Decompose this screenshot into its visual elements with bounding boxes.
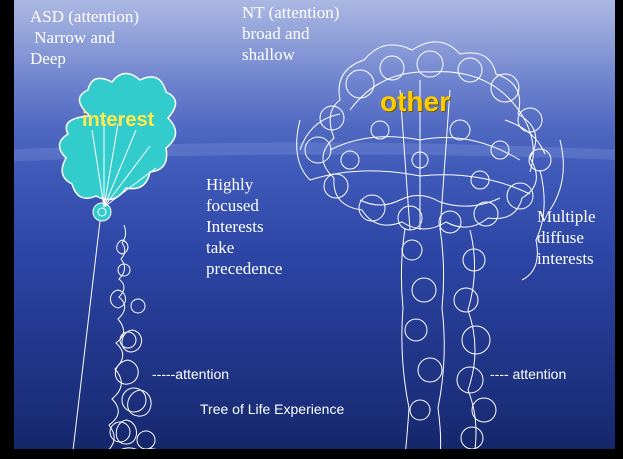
highly-focused-line4: take	[206, 237, 282, 258]
multiple-diffuse-line2: diffuse	[537, 227, 596, 248]
highly-focused-line1: Highly	[206, 174, 282, 195]
nt-label-line3: shallow	[242, 44, 339, 65]
nt-right-branch	[468, 230, 476, 456]
highly-focused-line5: precedence	[206, 258, 282, 279]
nt-label: NT (attention) broad and shallow	[242, 2, 339, 65]
asd-label-line3: Deep	[30, 48, 139, 69]
balloon-knot	[93, 203, 111, 221]
highly-focused-line3: Interests	[206, 216, 282, 237]
other-word: other	[380, 86, 450, 118]
asd-label-line2: Narrow and	[30, 27, 139, 48]
asd-label: ASD (attention) Narrow and Deep	[30, 6, 139, 69]
multiple-diffuse-text: Multiple diffuse interests	[537, 206, 596, 269]
nt-trunk-right	[438, 228, 444, 456]
asd-string	[72, 221, 100, 459]
highly-focused-line2: focused	[206, 195, 282, 216]
nt-label-line1: NT (attention)	[242, 2, 339, 23]
interest-word: interest	[82, 109, 154, 132]
nt-trunk-left	[401, 228, 409, 456]
multiple-diffuse-line3: interests	[537, 248, 596, 269]
highly-focused-text: Highly focused Interests take precedence	[206, 174, 282, 279]
tree-of-life-caption: Tree of Life Experience	[200, 401, 344, 417]
multiple-diffuse-line1: Multiple	[537, 206, 596, 227]
nt-label-line2: broad and	[242, 23, 339, 44]
attention-label-left: -----attention	[152, 366, 229, 382]
asd-label-line1: ASD (attention)	[30, 6, 139, 27]
attention-label-right: ---- attention	[490, 366, 566, 382]
